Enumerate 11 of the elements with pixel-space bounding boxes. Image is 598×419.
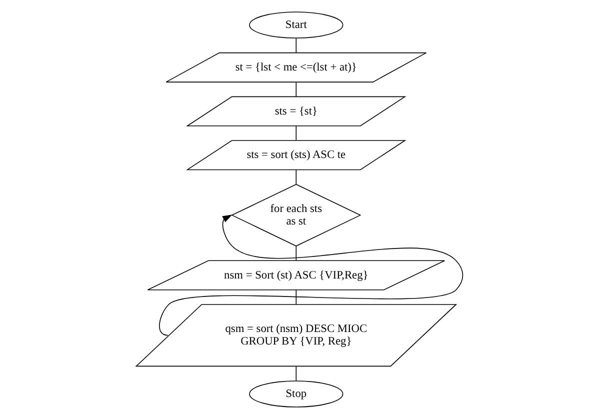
- connector: [295, 246, 296, 261]
- connector: [295, 82, 296, 97]
- connector: [295, 126, 296, 141]
- node-diamond: for each sts as st: [230, 184, 361, 246]
- arrow: [158, 214, 463, 336]
- connector: [295, 169, 296, 185]
- connector: [295, 366, 296, 381]
- node-ellipse: Stop: [248, 380, 343, 408]
- connector: [295, 38, 296, 54]
- connector: [295, 290, 296, 305]
- node-ellipse: Start: [248, 12, 343, 38]
